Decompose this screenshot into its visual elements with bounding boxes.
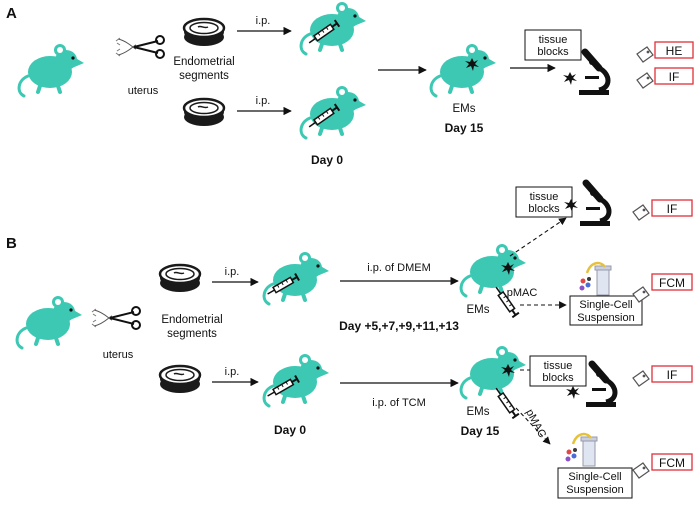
tag-if-label: IF [667,368,678,382]
single-cell-box [557,467,633,499]
ip-dmem-label: i.p. of DMEM [367,262,431,274]
tag-if-box [651,365,693,383]
single-cell-label: Suspension [577,312,635,324]
dashed-arrow [509,217,567,257]
mouse-icon [459,344,528,400]
panel-a-label: A [6,5,17,22]
panel-b-label: B [6,235,17,252]
tag-fcm-label: FCM [659,276,685,290]
tissue-blocks-label: blocks [537,46,569,58]
petri-dish-icon [182,17,226,48]
segments-label: Endometrial [161,314,222,326]
dashed-arrow [515,407,551,445]
tissue-blocks-label: blocks [542,372,574,384]
microscope-icon [586,364,616,407]
microscope-icon [579,52,609,95]
ip-label: i.p. [256,15,271,27]
injection-days-label: Day +5,+7,+9,+11,+13 [339,319,459,333]
tissue-blocks-label: tissue [530,191,559,203]
flow-tube-icon [564,432,599,468]
syringe-icon [491,384,520,420]
day0-label: Day 0 [311,153,343,167]
tag-icon [632,462,650,479]
tissue-blocks-box [529,355,587,387]
tag-if-label: IF [669,70,680,84]
tissue-blocks-box [524,29,582,61]
tag-icon [636,72,654,89]
tag-icon [636,46,654,63]
lesion-icon [566,386,580,399]
ip-tcm-label: i.p. of TCM [372,397,426,409]
uterus-label: uterus [128,85,159,97]
petri-dish-icon [158,263,202,294]
single-cell-label: Single-Cell [568,471,621,483]
day0-label: Day 0 [274,423,306,437]
tag-he-box [654,41,694,59]
tag-fcm-box [651,273,693,291]
ip-label: i.p. [225,266,240,278]
tissue-blocks-label: tissue [544,360,573,372]
ip-label: i.p. [225,366,240,378]
single-cell-label: Single-Cell [579,299,632,311]
flow-tube-icon [578,261,613,297]
segments-label: segments [167,328,217,340]
tag-icon [632,370,650,387]
segments-label: Endometrial [173,56,234,68]
single-cell-box [569,295,643,326]
segments-label: segments [179,70,229,82]
tag-icon [632,204,650,221]
lesion-icon [563,72,577,85]
day15-label: Day 15 [445,121,484,135]
tag-fcm-label: FCM [659,456,685,470]
tag-fcm-box [651,453,693,471]
tag-he-label: HE [666,44,683,58]
day15-label: Day 15 [461,424,500,438]
pmac-label: pMAC [523,407,548,440]
pmac-label: pMAC [507,287,538,299]
ems-label: EMs [453,103,476,115]
uterus-label: uterus [103,349,134,361]
tissue-blocks-label: blocks [528,203,560,215]
single-cell-label: Suspension [566,484,624,496]
tag-if-box [651,199,693,217]
petri-dish-icon [158,364,202,395]
mouse-icon [15,294,84,350]
ems-label: EMs [467,406,490,418]
microscope-icon [580,183,610,226]
scissors-icon [91,306,141,330]
mouse-icon [429,42,498,98]
mouse-icon [17,42,86,98]
tag-if-label: IF [667,202,678,216]
ems-label: EMs [467,304,490,316]
petri-dish-icon [182,97,226,128]
tissue-blocks-label: tissue [539,34,568,46]
tag-if-box [654,67,694,85]
ip-label: i.p. [256,95,271,107]
scissors-icon [115,35,165,59]
